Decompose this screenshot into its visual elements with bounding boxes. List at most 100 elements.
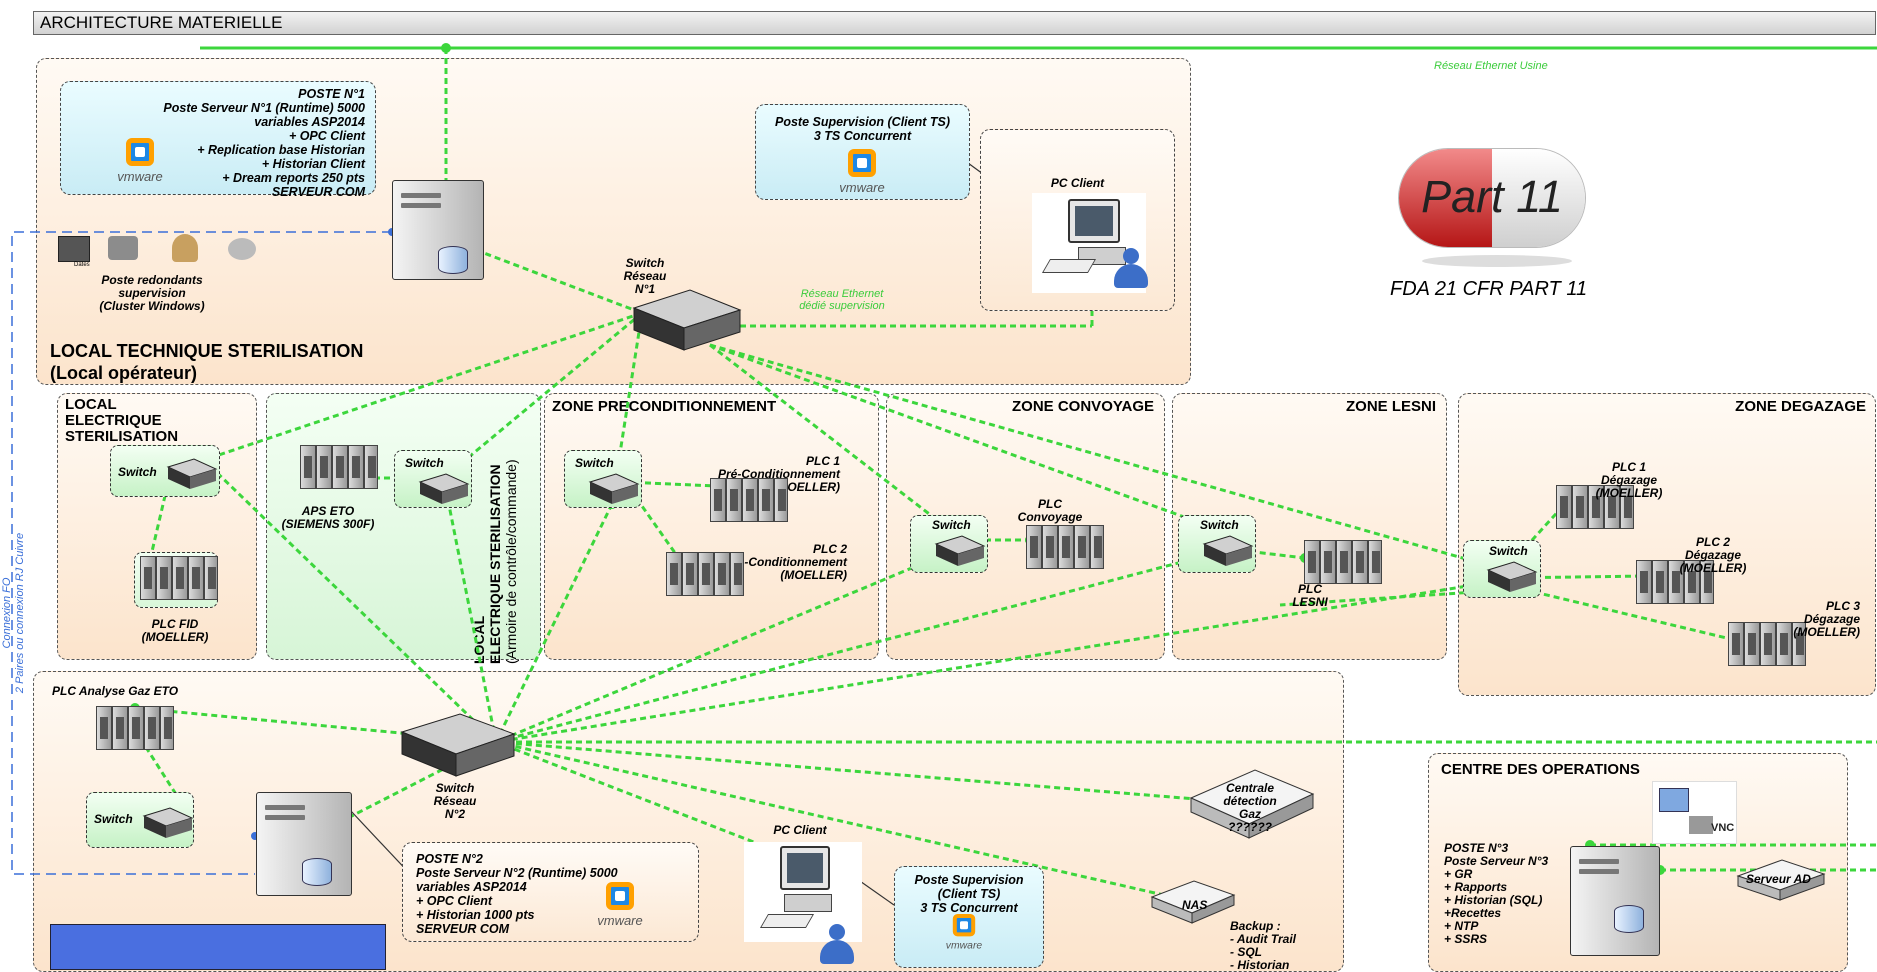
poste1-text: POSTE N°1 Poste Serveur N°1 (Runtime) 50… <box>150 87 365 199</box>
part11-shadow <box>1422 255 1572 267</box>
redondants-icons: Dates <box>56 232 276 270</box>
switch2-label: Switch Réseau N°2 <box>420 782 490 821</box>
zone-armoire <box>266 393 541 660</box>
user-icon-top <box>1114 248 1148 288</box>
plc2-precond-l2: Pré-Conditionnement <box>725 555 847 569</box>
zone-degazage-title: ZONE DEGAZAGE <box>1735 398 1866 415</box>
poste1-l7: + Dream reports 250 pts <box>222 171 365 185</box>
blue-overlay-box <box>50 924 386 970</box>
part11-badge-text: Part 11 <box>1421 171 1563 222</box>
poste1-l8: SERVEUR COM <box>271 185 365 199</box>
poste1-l6: + Historian Client <box>261 157 365 171</box>
plc-convoyage-l2: Convoyage <box>1017 510 1083 524</box>
tools-icon <box>108 236 138 260</box>
supervision-ts-top-l2: 3 TS Concurrent <box>813 129 912 143</box>
supervision-ts-bottom-text: Poste Supervision (Client TS) 3 TS Concu… <box>894 873 1044 915</box>
switch-local-elec-icon <box>166 458 218 489</box>
plc-convoyage-icon <box>1026 525 1104 571</box>
reseau-dedie-label: Réseau Ethernet dédié supervision <box>782 288 902 312</box>
poste1-l1: POSTE N°1 <box>298 87 365 101</box>
poste2-l5: + Historian 1000 pts <box>416 908 535 922</box>
backup-l2: - Audit Trail <box>1230 932 1296 946</box>
switch-precond-label: Switch <box>575 456 614 470</box>
plc-convoyage-l1: PLC <box>1038 497 1062 511</box>
poste3-l3: + GR <box>1444 867 1473 881</box>
plc1-degazage-l3: (MOELLER) <box>1595 486 1663 500</box>
supervision-ts-bottom-l2: (Client TS) <box>937 887 1001 901</box>
poste2-l2: Poste Serveur N°2 (Runtime) 5000 <box>416 866 618 880</box>
aps-eto-l2: (SIEMENS 300F) <box>281 517 375 531</box>
supervision-ts-top-text: Poste Supervision (Client TS) 3 TS Concu… <box>755 115 970 143</box>
zone-local-electrique-l2: ELECTRIQUE <box>65 412 162 429</box>
gears-icon <box>228 238 256 260</box>
plc3-degazage-label: PLC 3 Dégazage (MOELLER) <box>1750 600 1860 639</box>
vmware-text-top: vmware <box>839 180 885 195</box>
dates-caption: Dates <box>74 262 90 268</box>
calendar-icon <box>58 236 90 262</box>
vmware-text: vmware <box>117 169 163 184</box>
zone-local-technique-sublabel: (Local opérateur) <box>50 363 198 383</box>
switch1-l2: Réseau <box>623 269 667 283</box>
poste3-l6: +Recettes <box>1444 906 1502 920</box>
poste3-text: POSTE N°3 Poste Serveur N°3 + GR + Rappo… <box>1444 842 1548 946</box>
keys-icon <box>172 234 198 262</box>
switch2-l2: Réseau <box>433 794 477 808</box>
supervision-ts-bottom-l1: Poste Supervision <box>914 873 1024 887</box>
pc-client-bottom-icon <box>744 842 862 942</box>
plc1-precond-icon <box>710 478 788 524</box>
poste3-l2: Poste Serveur N°3 <box>1444 854 1549 868</box>
plc-fid-icon <box>140 556 218 602</box>
vmware-logo-bottom: vmware <box>590 882 650 930</box>
poste1-card <box>60 81 376 195</box>
poste1-l2: Poste Serveur N°1 (Runtime) 5000 <box>163 101 365 115</box>
plc1-degazage-label: PLC 1 Dégazage (MOELLER) <box>1574 461 1684 500</box>
vmware-logo: vmware <box>110 138 170 186</box>
switch2-l3: N°2 <box>444 807 466 821</box>
reseau-dedie-l2: dédié supervision <box>799 300 885 312</box>
plc1-precond-l3: (MOELLER) <box>773 480 840 494</box>
poste3-l7: + NTP <box>1444 919 1479 933</box>
switch-lesni-icon <box>1202 535 1254 566</box>
server1-icon <box>392 180 484 280</box>
plc-fid-l1: PLC FID <box>151 617 199 631</box>
switch-armoire-icon <box>418 473 470 504</box>
vmware-logo-ts-bottom: vmware <box>940 914 988 952</box>
poste3-l5: + Historian (SQL) <box>1444 893 1543 907</box>
serveur-ad-icon <box>1736 859 1826 901</box>
plc1-precond-l2: Pré-Conditionnement <box>718 467 840 481</box>
switch1-label: Switch Réseau N°1 <box>610 257 680 296</box>
vmware-logo-top: vmware <box>832 149 892 197</box>
vmware-text-ts-bottom: vmware <box>945 938 983 951</box>
aps-eto-l1: APS ETO <box>301 504 355 518</box>
plc2-degazage-icon <box>1636 560 1714 606</box>
database2-icon <box>302 858 332 886</box>
database1-icon <box>438 246 468 274</box>
backup-l3: - SQL <box>1230 945 1262 959</box>
switch-convoyage-icon <box>934 535 986 566</box>
centrale-detection-label: Centrale détection Gaz ?????? <box>1200 782 1300 834</box>
centrale-l3: Gaz <box>1238 807 1261 821</box>
plc-lesni-icon <box>1304 540 1382 586</box>
poste1-l3: variables ASP2014 <box>254 115 365 129</box>
plc-fid-l2: (MOELLER) <box>141 630 209 644</box>
switch-convoyage-label: Switch <box>932 518 971 532</box>
connexion-label-l1: Connexion FO <box>1 577 13 649</box>
redondants-l3: (Cluster Windows) <box>99 299 205 313</box>
centrale-l4: ?????? <box>1228 820 1272 834</box>
server3-icon <box>1570 846 1660 956</box>
pc-client-top-label: PC Client <box>1050 176 1105 190</box>
serveur-ad-label: Serveur AD <box>1746 872 1811 886</box>
supervision-ts-bottom-l3: 3 TS Concurrent <box>920 901 1018 915</box>
plc1-precond-l1: PLC 1 <box>805 454 840 468</box>
redondants-label: Poste redondants supervision (Cluster Wi… <box>72 274 232 313</box>
plc2-degazage-l1: PLC 2 <box>1695 535 1730 549</box>
pc-client-bottom-label: PC Client <box>773 823 827 837</box>
plc2-degazage-l2: Dégazage <box>1684 548 1742 562</box>
switch1-l1: Switch <box>625 256 665 270</box>
poste2-text: POSTE N°2 Poste Serveur N°2 (Runtime) 50… <box>416 852 636 936</box>
plc-lesni-label: PLC LESNI <box>1260 583 1360 609</box>
plc3-degazage-l1: PLC 3 <box>1825 599 1860 613</box>
database3-icon <box>1614 905 1644 933</box>
diagram-title: ARCHITECTURE MATERIELLE <box>33 11 1876 35</box>
plc1-degazage-icon <box>1556 485 1634 531</box>
